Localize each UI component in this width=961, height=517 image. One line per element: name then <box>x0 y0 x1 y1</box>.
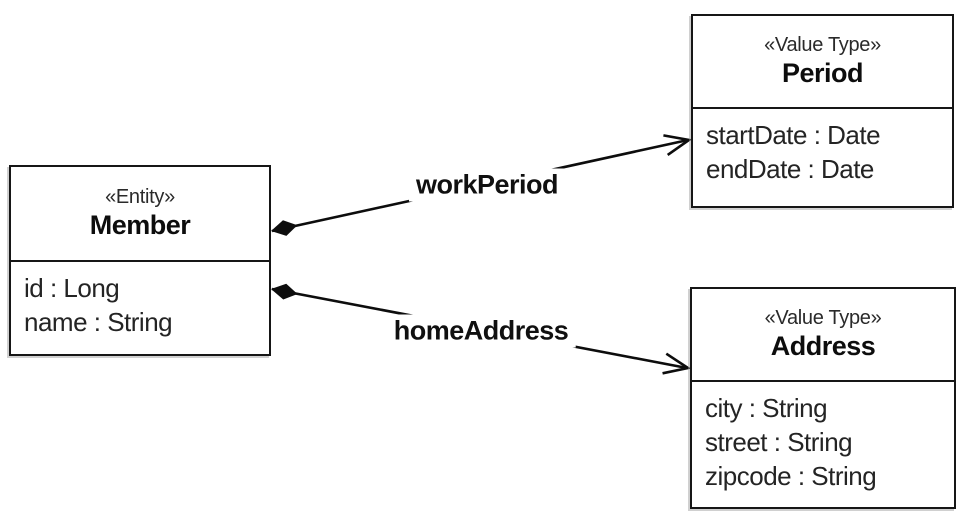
member-attribute-id: id : Long <box>24 273 120 303</box>
period-attributes-compartment: startDate : Date endDate : Date <box>693 109 952 186</box>
address-attribute-street: street : String <box>705 427 853 457</box>
open-arrowhead-icon <box>662 352 692 375</box>
edge-label-workperiod: workPeriod <box>408 168 566 202</box>
period-stereotype: «Value Type» <box>764 34 881 56</box>
member-stereotype: «Entity» <box>105 186 175 208</box>
class-box-address: «Value Type» Address city : String stree… <box>690 287 956 509</box>
open-arrowhead-icon <box>663 134 693 156</box>
member-attributes-compartment: id : Long name : String <box>11 262 269 339</box>
address-stereotype: «Value Type» <box>764 307 882 329</box>
period-attribute-startdate: startDate : Date <box>706 120 881 150</box>
composition-diamond-icon <box>271 283 298 300</box>
address-attribute-zipcode: zipcode : String <box>705 461 877 491</box>
address-attribute-city: city : String <box>705 393 828 423</box>
class-box-period: «Value Type» Period startDate : Date end… <box>691 14 954 208</box>
member-attribute-name: name : String <box>24 307 173 337</box>
member-class-name: Member <box>89 210 191 240</box>
period-class-name: Period <box>781 58 864 88</box>
address-title-compartment: «Value Type» Address <box>692 289 954 382</box>
period-title-compartment: «Value Type» Period <box>693 16 952 109</box>
address-attributes-compartment: city : String street : String zipcode : … <box>692 382 954 493</box>
composition-diamond-icon <box>271 220 298 236</box>
class-box-member: «Entity» Member id : Long name : String <box>9 165 271 356</box>
edge-label-homeaddress: homeAddress <box>386 314 576 348</box>
address-class-name: Address <box>770 331 876 361</box>
member-title-compartment: «Entity» Member <box>11 167 269 262</box>
period-attribute-enddate: endDate : Date <box>706 154 874 184</box>
